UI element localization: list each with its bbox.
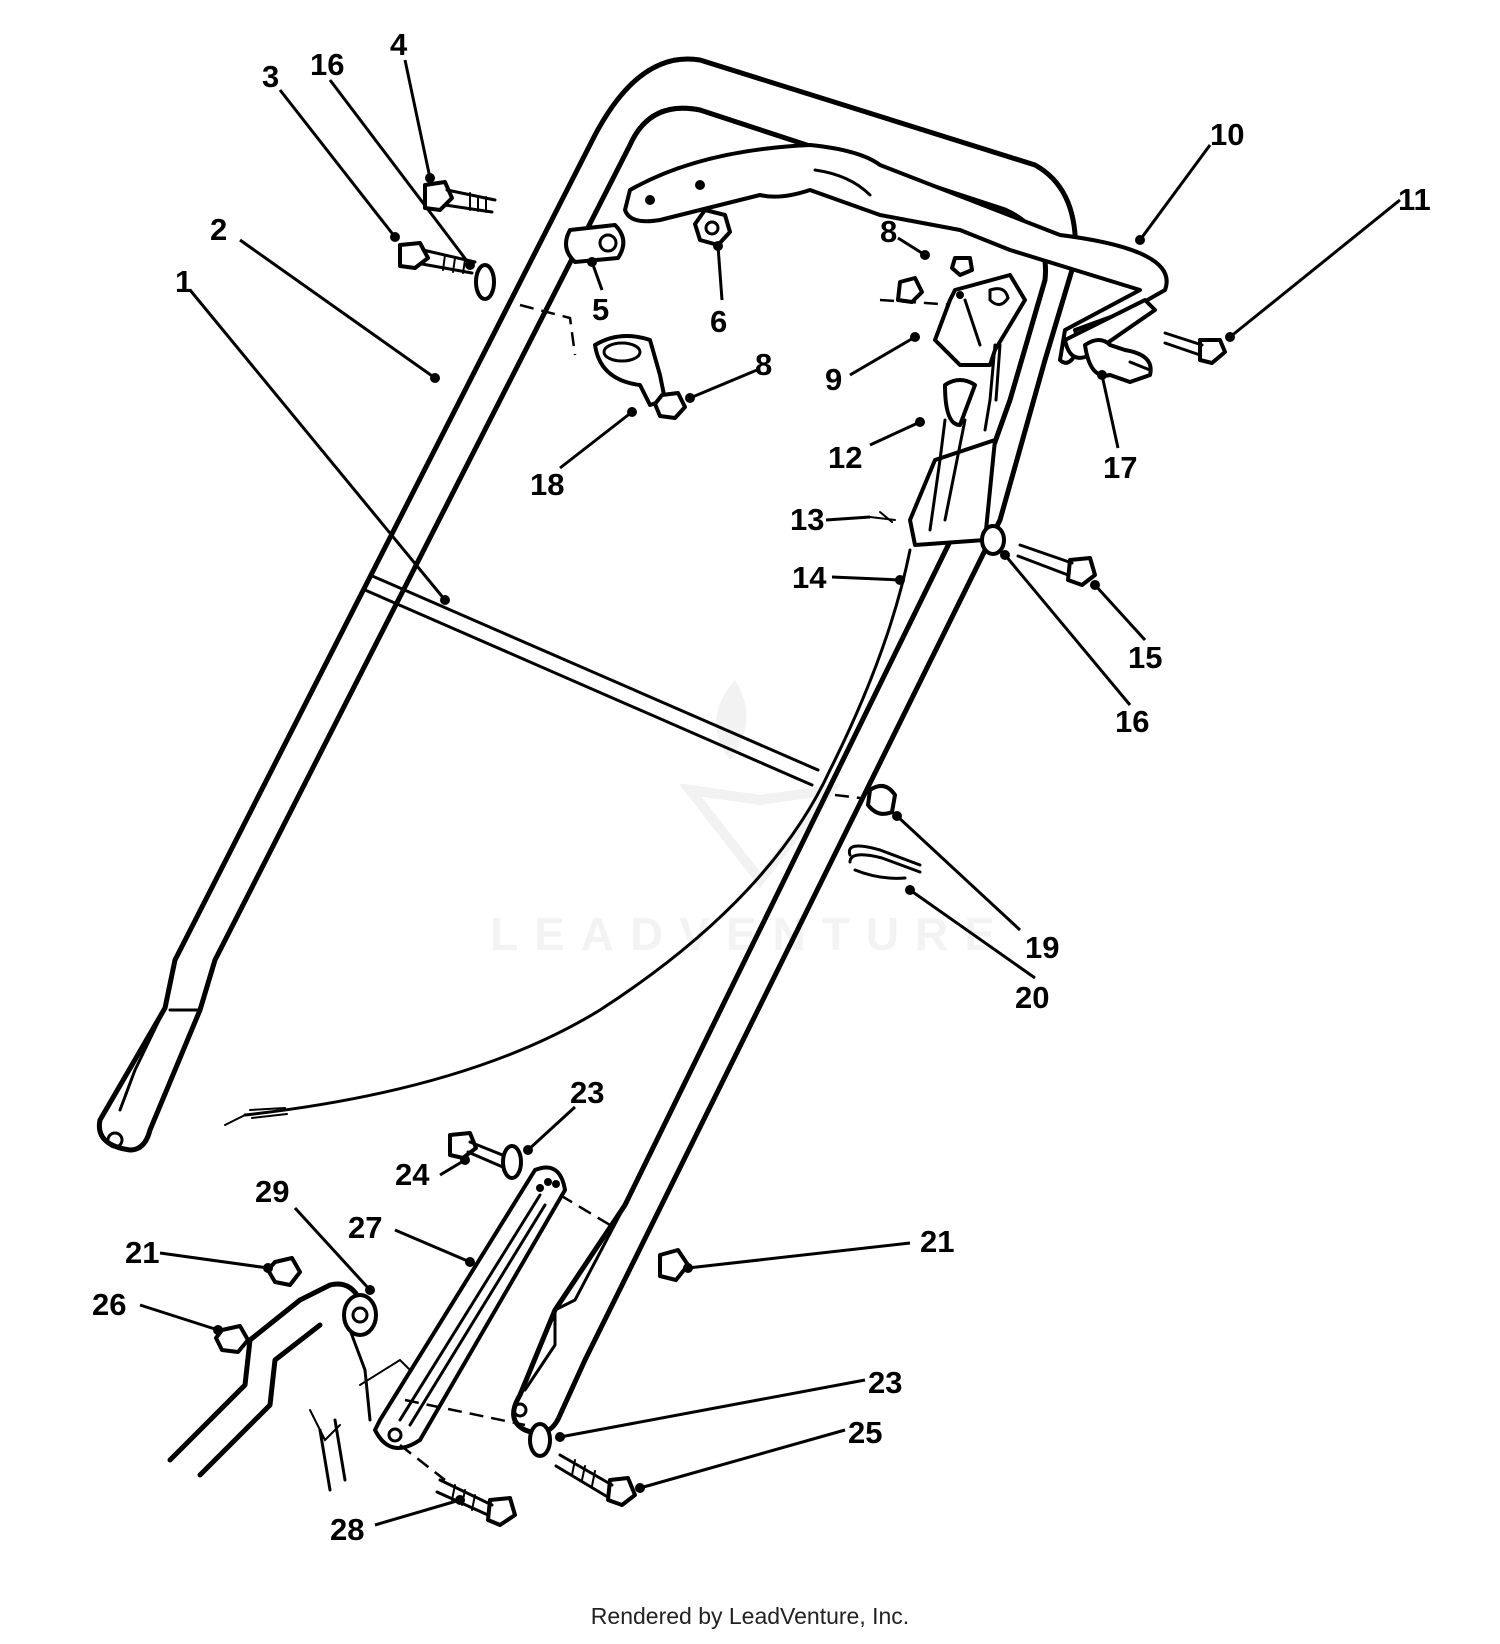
callout-23-lower: 23 <box>868 1365 902 1400</box>
nut-8-upper <box>896 256 974 304</box>
nut-8-lower <box>653 391 687 420</box>
callout-11: 11 <box>1398 182 1431 217</box>
callout-8-lower: 8 <box>755 347 772 382</box>
spacer-5 <box>564 223 626 264</box>
callout-21-right: 21 <box>920 1224 954 1259</box>
callout-16-right: 16 <box>1115 704 1149 739</box>
bolt-25 <box>554 1453 637 1507</box>
alignment-line-28 <box>399 1444 446 1481</box>
lever-plate-9 <box>933 273 1027 367</box>
bolt-3 <box>398 241 477 275</box>
callout-21-left: 21 <box>125 1235 159 1270</box>
callout-29: 29 <box>255 1174 289 1209</box>
nut-26 <box>214 1324 250 1354</box>
alignment-line-24 <box>559 1193 611 1227</box>
control-cable-14 <box>224 548 912 1126</box>
nut-19 <box>866 784 897 816</box>
bolt-11 <box>1163 331 1227 365</box>
callout-14: 14 <box>792 560 827 595</box>
callout-17: 17 <box>1103 450 1137 485</box>
callout-25: 25 <box>848 1415 882 1450</box>
washer-16-upper <box>474 263 496 301</box>
control-bracket <box>623 143 1169 365</box>
callout-2: 2 <box>210 212 227 247</box>
callout-4: 4 <box>390 27 408 62</box>
watermark-logo: LEADVENTURE <box>490 680 1011 960</box>
bushing-29 <box>342 1293 378 1337</box>
leader-lines <box>139 59 1401 1527</box>
callout-5: 5 <box>592 292 609 327</box>
alignment-line-9 <box>879 298 956 307</box>
callout-26: 26 <box>92 1287 126 1322</box>
callout-12: 12 <box>828 440 862 475</box>
callout-28: 28 <box>330 1512 364 1547</box>
callout-8-upper: 8 <box>880 214 897 249</box>
alignment-line-18 <box>519 303 577 356</box>
callout-18: 18 <box>530 467 564 502</box>
callout-10: 10 <box>1210 117 1244 152</box>
callout-1: 1 <box>175 264 192 299</box>
callout-labels: 1 2 3 4 5 6 8 8 9 10 11 12 13 14 15 16 1… <box>92 27 1431 1547</box>
clip-18 <box>593 334 667 407</box>
footer-credit: Rendered by LeadVenture, Inc. <box>590 1603 910 1629</box>
callout-9: 9 <box>825 362 842 397</box>
callout-13: 13 <box>790 502 824 537</box>
bolt-15 <box>1016 543 1097 587</box>
cross-rod <box>363 573 820 787</box>
callout-3: 3 <box>262 59 279 94</box>
callout-20: 20 <box>1015 980 1049 1015</box>
callout-24: 24 <box>395 1157 430 1192</box>
callout-27: 27 <box>348 1210 382 1245</box>
cable-assembly <box>869 343 1002 547</box>
callout-19: 19 <box>1025 930 1059 965</box>
washer-23-upper <box>501 1144 523 1180</box>
upper-handle <box>96 56 1078 1436</box>
callout-15: 15 <box>1128 640 1162 675</box>
pin-17 <box>1083 338 1153 384</box>
parts-diagram: LEADVENTURE <box>92 27 1431 1547</box>
cable-tie-20 <box>847 844 922 880</box>
bolt-4 <box>423 180 497 214</box>
nut-21-right <box>658 1248 690 1282</box>
callout-23-upper: 23 <box>570 1075 604 1110</box>
leader-dots <box>213 173 1235 1505</box>
callout-6: 6 <box>710 304 727 339</box>
nut-21-left <box>266 1256 302 1287</box>
nut-6 <box>693 208 732 247</box>
watermark-text: LEADVENTURE <box>490 908 1011 960</box>
link-27 <box>373 1165 567 1450</box>
alignment-line-19 <box>834 793 861 800</box>
washer-16-right <box>980 524 1006 556</box>
washer-23-lower <box>528 1422 552 1458</box>
callout-16-upper: 16 <box>310 47 344 82</box>
